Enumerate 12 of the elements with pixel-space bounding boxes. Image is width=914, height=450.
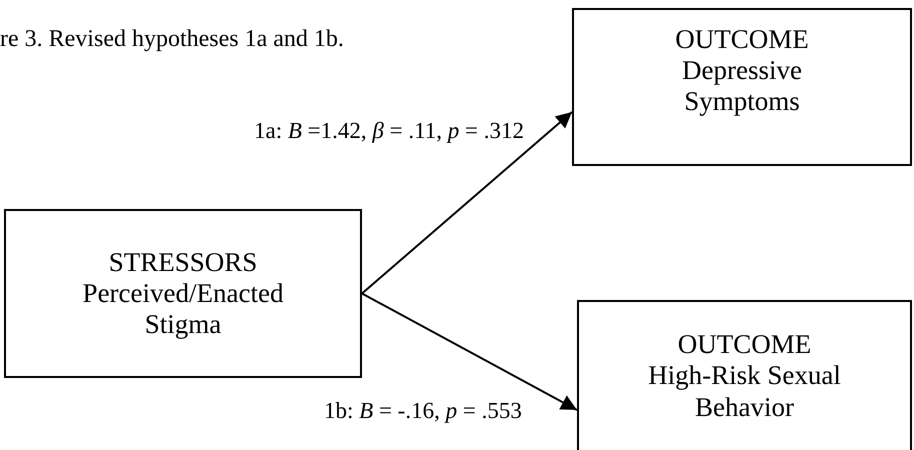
node-text: Perceived/Enacted Stigma xyxy=(82,278,284,340)
node-text: Depressive Symptoms xyxy=(681,55,803,118)
node-heading: STRESSORS xyxy=(108,246,258,278)
node-heading: OUTCOME xyxy=(678,329,812,360)
node-heading: OUTCOME xyxy=(675,24,809,56)
box xyxy=(4,209,362,378)
figure-caption: re 3. Revised hypotheses 1a and 1b. xyxy=(0,26,344,53)
arrow xyxy=(362,292,578,411)
node-text: High-Risk Sexual Behavior xyxy=(647,360,842,423)
arrow xyxy=(361,111,573,294)
box xyxy=(572,8,912,166)
box xyxy=(577,300,912,450)
